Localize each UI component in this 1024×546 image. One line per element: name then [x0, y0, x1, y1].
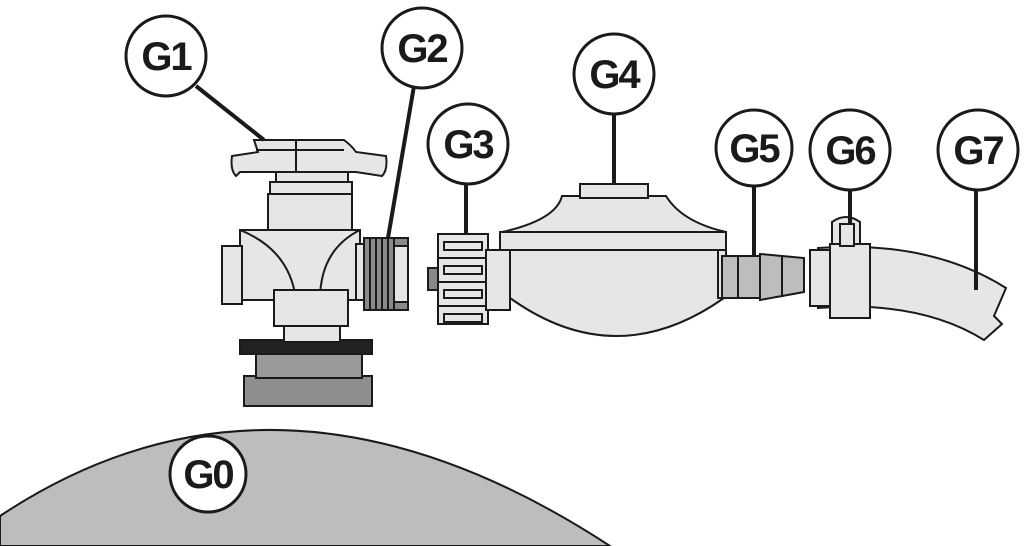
callout-g3: G3	[426, 102, 510, 186]
label-g4: G4	[589, 53, 641, 97]
hose-clamp	[809, 216, 871, 319]
threaded-outlet	[363, 237, 409, 311]
callout-g0: G0	[168, 434, 248, 514]
label-g3: G3	[443, 123, 493, 167]
pressure-regulator	[485, 183, 727, 337]
callout-g4: G4	[572, 32, 656, 116]
label-g7: G7	[953, 129, 1003, 173]
cylinder-dome	[0, 429, 612, 546]
callout-g1: G1	[124, 14, 208, 98]
label-g0: G0	[183, 453, 233, 497]
cylinder-collar	[239, 339, 373, 407]
callout-g2: G2	[380, 6, 464, 90]
valve-assembly	[221, 139, 388, 343]
label-g6: G6	[825, 129, 875, 173]
callout-g5: G5	[714, 108, 794, 188]
handwheel	[230, 139, 388, 178]
leader-lines	[194, 84, 978, 290]
label-g5: G5	[729, 127, 780, 171]
label-g1: G1	[141, 35, 192, 79]
callout-g6: G6	[808, 108, 892, 192]
coupling-nut	[427, 233, 489, 325]
callout-g7: G7	[936, 108, 1020, 192]
label-g2: G2	[397, 27, 447, 71]
hose-barb	[721, 252, 805, 302]
